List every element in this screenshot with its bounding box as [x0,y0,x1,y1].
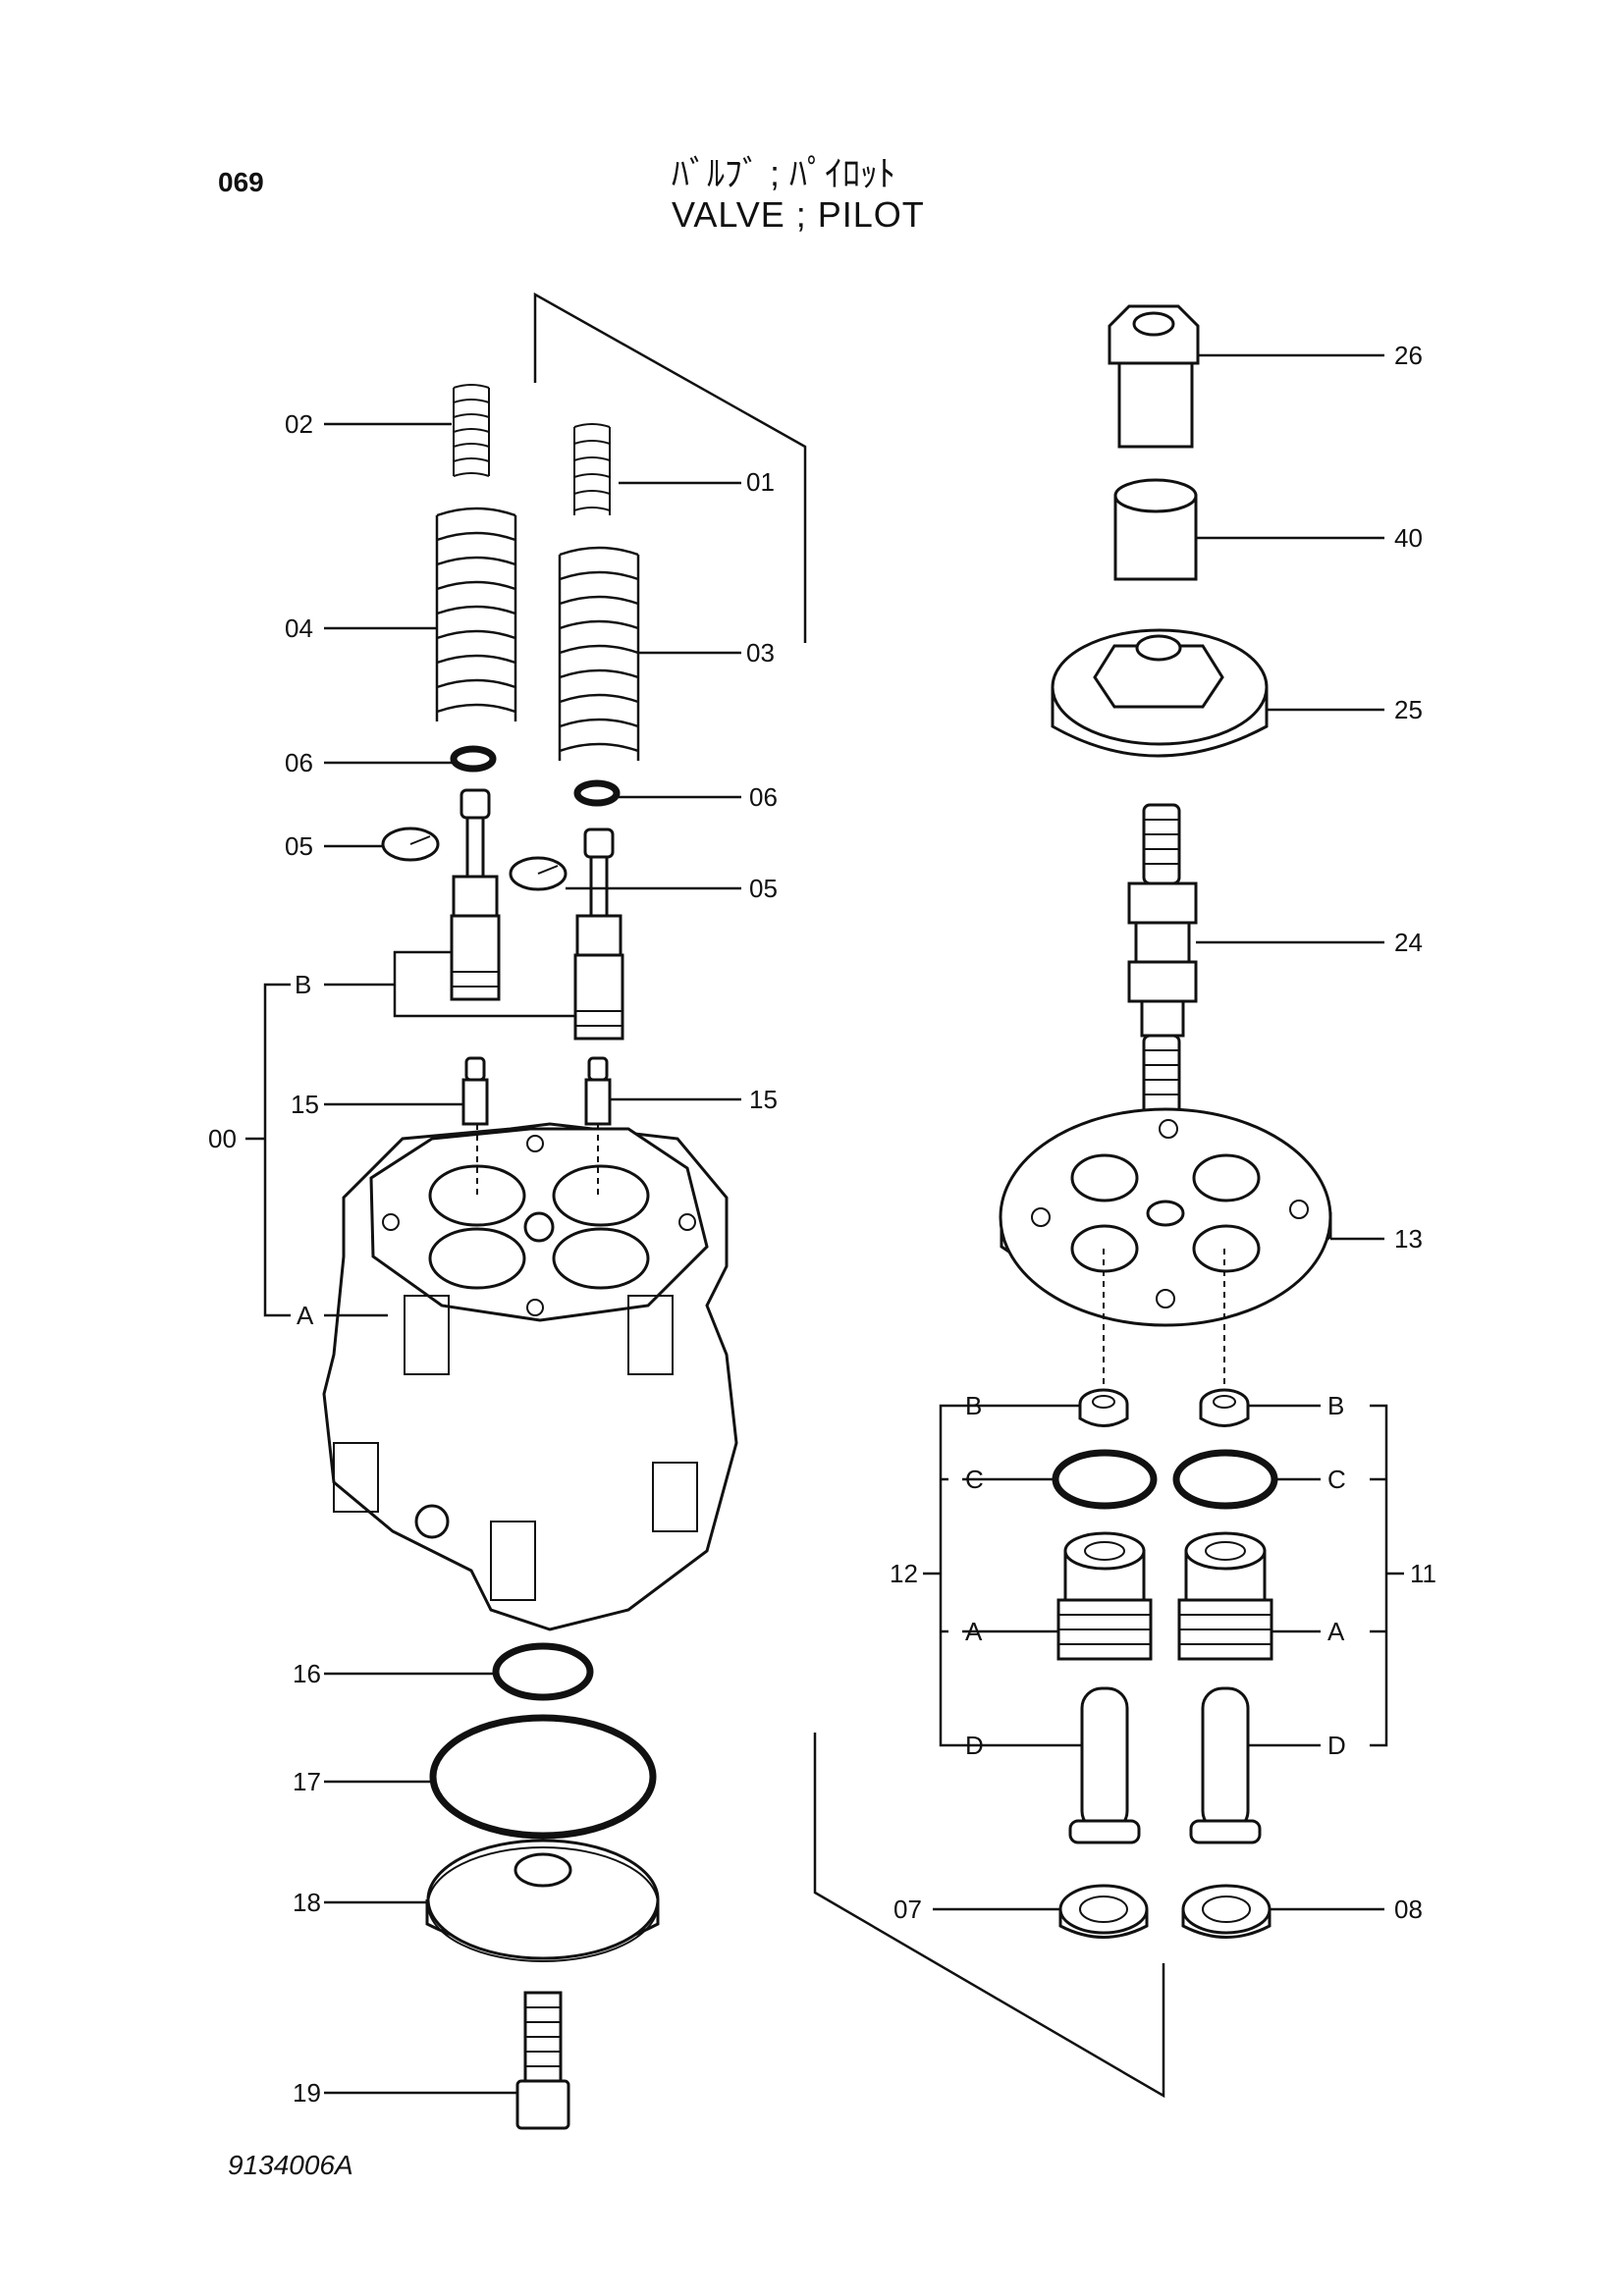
callout-00: 00 [208,1124,237,1153]
o-ring-16-icon [492,1642,594,1701]
nut-08-icon [1181,1884,1271,1939]
callout-06-left: 06 [285,748,313,777]
callout-sub-a-left: A [965,1617,983,1646]
callout-sub-b: B [295,970,311,999]
spring-03-icon [558,546,640,761]
callout-26: 26 [1394,341,1423,370]
callout-18: 18 [293,1888,321,1917]
pin-15-right-icon [584,1056,612,1126]
pin-15-left-icon [461,1056,489,1126]
spring-04-icon [435,507,517,721]
callout-05-right: 05 [749,874,778,903]
callout-sub-c-right: C [1327,1465,1346,1494]
callout-07: 07 [893,1895,922,1924]
callout-40: 40 [1394,523,1423,553]
callout-sub-a: A [297,1301,314,1330]
c-clip-05-right-icon [509,856,568,891]
title-japanese: ﾊﾞﾙﾌﾞ ; ﾊﾟｲﾛｯﾄ [672,153,896,193]
seat-b-left-icon [1078,1388,1129,1427]
callout-08: 08 [1394,1895,1423,1924]
callout-16: 16 [293,1659,321,1688]
callout-04: 04 [285,614,313,643]
callout-06-right: 06 [749,782,778,812]
callout-05-left: 05 [285,831,313,861]
cap-18-icon [425,1839,660,1962]
callout-19: 19 [293,2078,321,2108]
tube-d-right-icon [1189,1686,1262,1844]
page-number: 069 [218,167,264,197]
tube-d-left-icon [1068,1686,1141,1844]
nut-07-icon [1058,1884,1149,1939]
callout-sub-d-left: D [965,1731,984,1760]
callout-sub-b-right: B [1327,1391,1344,1420]
callout-03: 03 [746,638,775,667]
joint-24-icon [1127,803,1198,1121]
washer-06-right-icon [573,779,621,807]
callout-24: 24 [1394,928,1423,957]
callout-sub-c-left: C [965,1465,984,1494]
o-ring-c-right-icon [1172,1449,1278,1510]
bushing-a-right-icon [1177,1531,1273,1661]
callout-sub-b-left: B [965,1391,982,1420]
spool-left-icon [450,788,501,1001]
plate-13-icon [999,1107,1332,1394]
callout-15-left: 15 [291,1090,319,1119]
callout-01: 01 [746,467,775,497]
o-ring-17-icon [429,1714,657,1840]
callout-sub-a-right: A [1327,1617,1345,1646]
drawing-code: 9134006A [228,2150,353,2180]
right-assembly-bracket [813,1733,1165,2099]
spring-02-icon [453,384,490,477]
callout-12: 12 [890,1559,918,1588]
spring-01-icon [573,423,611,515]
title-english: VALVE ; PILOT [672,194,925,235]
c-clip-05-left-icon [381,827,440,862]
right-leader-lines [923,353,1404,1911]
left-leader-lines [245,422,741,2095]
nut-26-icon [1108,304,1200,449]
spool-right-icon [573,828,624,1041]
callout-17: 17 [293,1767,321,1796]
left-assembly-bracket [533,292,807,643]
callout-sub-d-right: D [1327,1731,1346,1760]
washer-06-left-icon [450,745,497,773]
callout-15-right: 15 [749,1085,778,1114]
cap-plate-25-icon [1051,628,1269,758]
callout-25: 25 [1394,695,1423,724]
callout-02: 02 [285,409,313,439]
valve-body-icon [322,1122,738,1631]
seat-b-right-icon [1199,1388,1250,1427]
o-ring-c-left-icon [1052,1449,1158,1510]
sleeve-40-icon [1113,478,1198,581]
bushing-a-left-icon [1056,1531,1153,1661]
callout-13: 13 [1394,1224,1423,1254]
callout-11: 11 [1410,1559,1436,1588]
bolt-19-icon [515,1991,570,2130]
